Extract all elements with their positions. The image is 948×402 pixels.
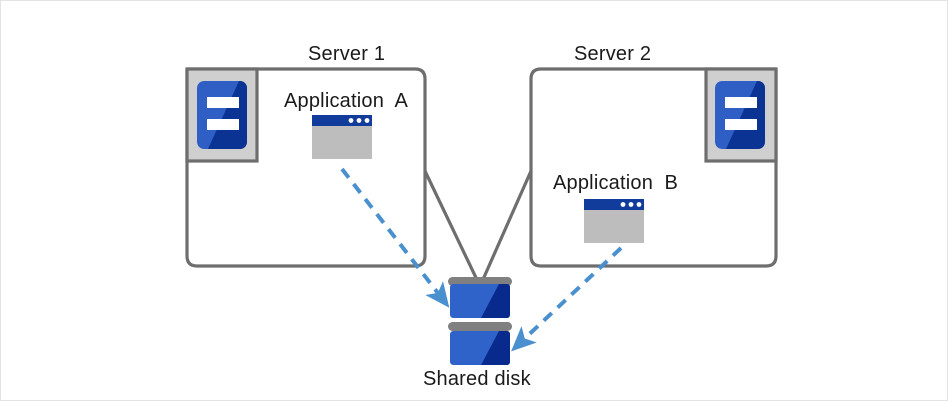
connector-server1-to-disk — [423, 170, 481, 285]
dataflow-arrow-app-b-to-disk — [511, 246, 623, 352]
application-a-label: Application A — [284, 90, 408, 112]
server1-label: Server 1 — [308, 43, 386, 65]
server-icon — [715, 81, 765, 149]
dataflow-arrow-app-a-to-disk — [340, 167, 450, 308]
disk-stack-icon — [448, 277, 512, 365]
application-b-label: Application B — [553, 172, 679, 194]
shared-disk-label: Shared disk — [423, 368, 531, 390]
connector-server2-to-disk — [479, 170, 533, 285]
server2-label: Server 2 — [574, 43, 652, 65]
application-window-icon — [584, 199, 644, 243]
server-icon — [197, 81, 247, 149]
application-window-icon — [312, 115, 372, 159]
